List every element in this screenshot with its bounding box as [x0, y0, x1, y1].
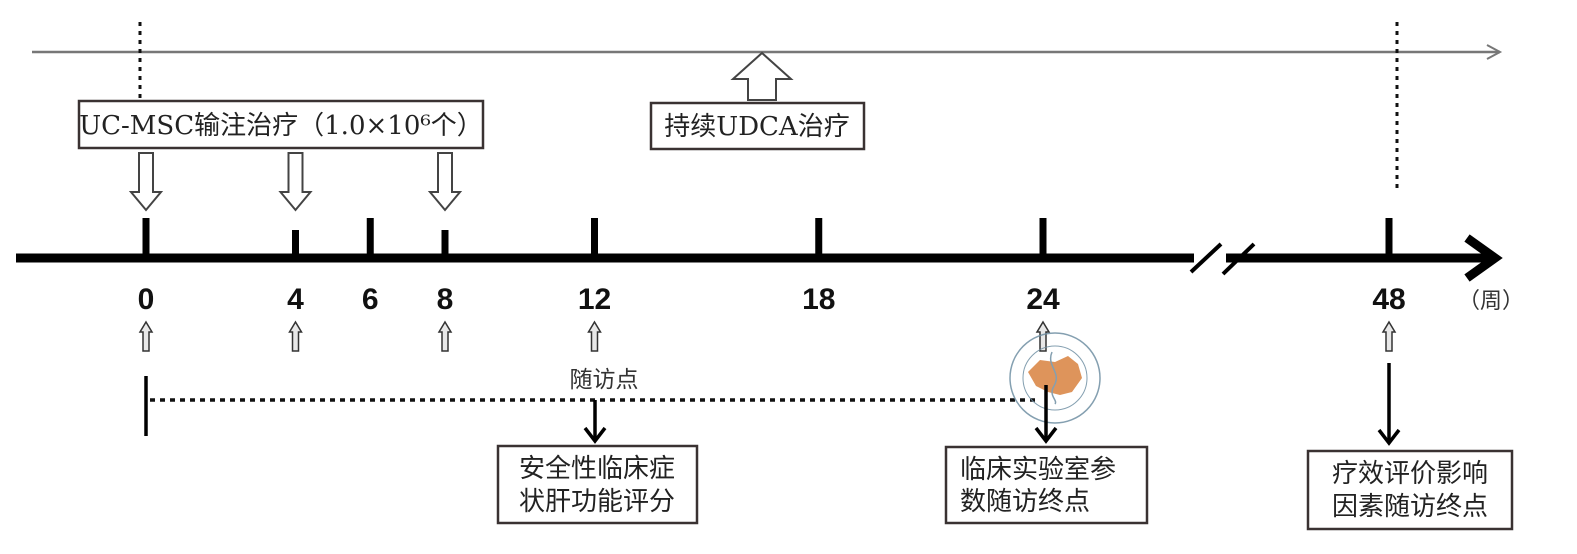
endpoint-box-week12: 安全性临床症 状肝功能评分 [496, 444, 699, 525]
infusion-box-label: UC-MSC输注治疗（1.0×10⁶个） [79, 111, 483, 141]
axis-tick-label-week-6: 6 [362, 283, 379, 316]
endpoint-arrow-12 [583, 400, 607, 444]
endpoint-box-week24: 临床实验室参 数随访终点 [944, 445, 1149, 525]
axis-break-mark [1189, 242, 1256, 276]
endpoint-box-week48: 疗效评价影响 因素随访终点 [1306, 449, 1514, 531]
axis-arrowhead [1464, 234, 1503, 282]
endpoint-24-line1: 临床实验室参 [960, 455, 1116, 485]
endpoint-48-line1: 疗效评价影响 [1332, 459, 1488, 489]
watermark-logo [1009, 332, 1101, 424]
visit-up-arrow-week-8 [437, 320, 453, 352]
udca-treatment-line [32, 44, 1503, 60]
visit-up-arrow-week-12 [587, 320, 602, 352]
infusion-down-arrow-week-0 [128, 152, 164, 212]
visit-up-arrow-week-0 [138, 320, 154, 352]
udca-box-label: 持续UDCA治疗 [664, 112, 849, 142]
visit-up-arrow-week-4 [288, 320, 303, 352]
axis-tick-label-week-12: 12 [578, 283, 611, 316]
infusion-box: UC-MSC输注治疗（1.0×10⁶个） [77, 99, 485, 150]
axis-tick-label-week-48: 48 [1372, 283, 1405, 316]
visit-up-arrow-week-48 [1381, 320, 1397, 352]
infusion-down-arrow-week-8 [427, 152, 463, 212]
axis-tick-label-week-4: 4 [287, 283, 304, 316]
axis-tick-label-week-8: 8 [437, 283, 454, 316]
axis-tick-label-week-0: 0 [138, 283, 155, 316]
udca-hollow-up-arrow [730, 51, 794, 101]
endpoint-12-line1: 安全性临床症 [519, 454, 675, 484]
endpoint-24-line2: 数随访终点 [960, 487, 1090, 517]
endpoint-12-line2: 状肝功能评分 [519, 487, 675, 517]
axis-tick-label-week-18: 18 [802, 283, 835, 316]
visit-up-arrow-week-24 [1035, 320, 1051, 352]
axis-tick-label-week-24: 24 [1026, 283, 1060, 316]
infusion-down-arrow-week-4 [278, 152, 313, 212]
endpoint-arrow-48 [1377, 363, 1401, 446]
endpoint-48-line2: 因素随访终点 [1332, 492, 1488, 522]
visit-point-label: 随访点 [570, 367, 639, 393]
endpoint-arrow-24 [1034, 385, 1058, 444]
udca-box: 持续UDCA治疗 [649, 101, 866, 151]
axis-unit-label: （周） [1458, 289, 1524, 314]
main-time-axis [16, 234, 1503, 282]
